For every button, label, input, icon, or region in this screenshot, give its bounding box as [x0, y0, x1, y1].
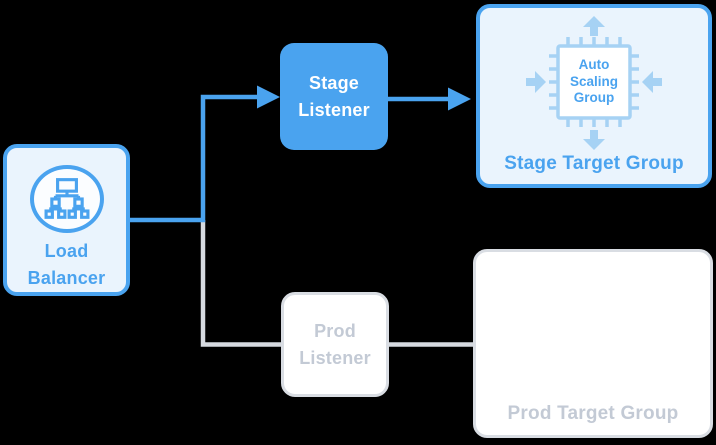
chip-body: [556, 44, 632, 120]
scale-down-arrow-icon: [583, 130, 605, 150]
prod-target-group-node: Prod Target Group: [473, 249, 713, 438]
load-balancer-network-tree-icon: [44, 178, 89, 219]
scale-in-right-arrow-icon: [642, 71, 662, 93]
arrowhead-into-stage-target-group: [448, 87, 471, 111]
chip-pins-bottom: [566, 118, 622, 127]
auto-scaling-chip-icon: [526, 16, 662, 150]
edge-load-balancer-to-prod-listener: [200, 220, 281, 347]
prod-listener-node: Prod Listener: [281, 292, 389, 397]
prod-listener-label: Prod Listener: [299, 320, 371, 368]
load-balancer-node: Load Balancer: [3, 144, 130, 296]
auto-scaling-group-label: Auto Scaling Group: [569, 57, 618, 106]
scale-up-arrow-icon: [583, 16, 605, 36]
chip-pins-left: [549, 54, 558, 110]
arrowhead-into-stage-listener: [257, 85, 280, 109]
chip-pins-top: [566, 37, 622, 46]
stage-listener-node: Stage Listener: [280, 43, 388, 150]
stage-target-group-label: Stage Target Group: [504, 153, 684, 174]
scale-in-left-arrow-icon: [526, 71, 546, 93]
load-balancer-icon-circle: [29, 165, 104, 233]
stage-target-group-node: Auto Scaling Group Stage Target Group: [476, 4, 712, 188]
auto-scaling-group-graphic: Auto Scaling Group: [526, 16, 662, 150]
chip-pins-right: [630, 54, 639, 110]
stage-listener-label: Stage Listener: [298, 72, 370, 120]
load-balancer-label: Load Balancer: [27, 241, 106, 288]
edge-load-balancer-to-stage-listener: [128, 94, 258, 223]
prod-target-group-label: Prod Target Group: [507, 403, 679, 425]
